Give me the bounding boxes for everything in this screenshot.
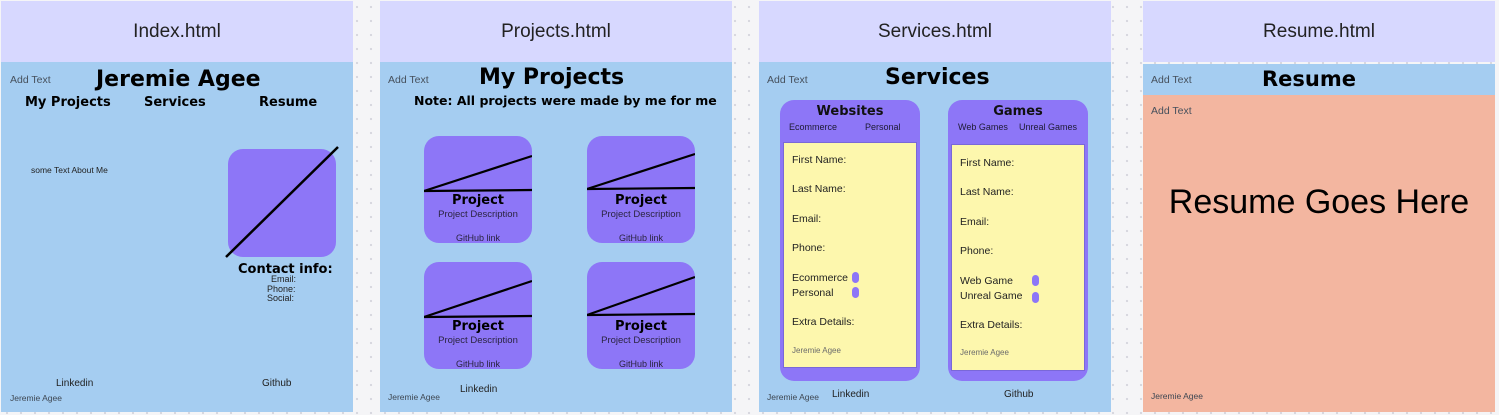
option-label: Unreal Game	[960, 290, 1023, 302]
project-card[interactable]: Project Project Description GitHub link	[587, 136, 695, 243]
tab-web-games[interactable]: Web Games	[958, 122, 1008, 132]
project-github-link[interactable]: GitHub link	[455, 233, 500, 243]
linkedin-link[interactable]: Linkedin	[832, 389, 870, 400]
contact-phone: Phone:	[267, 284, 296, 294]
option-toggle[interactable]	[1032, 292, 1039, 303]
add-text-label: Add Text	[1151, 105, 1192, 117]
form-signature: Jeremie Agee	[960, 348, 1009, 357]
projects-note: Note: All projects were made by me for m…	[414, 93, 717, 108]
service-form: First Name: Last Name: Email: Phone: Eco…	[783, 142, 917, 368]
add-text-label: Add Text	[388, 74, 429, 86]
linkedin-link[interactable]: Linkedin	[460, 384, 498, 395]
footer-author: Jeremie Agee	[767, 392, 819, 402]
service-form: First Name: Last Name: Email: Phone: Web…	[951, 144, 1085, 371]
last-name-field[interactable]: Last Name:	[792, 183, 846, 195]
service-panel-games: Games Web Games Unreal Games First Name:…	[948, 100, 1088, 381]
footer-author: Jeremie Agee	[1151, 391, 1203, 401]
project-title: Project	[614, 193, 668, 208]
option-toggle[interactable]	[1032, 275, 1039, 286]
project-github-link[interactable]: GitHub link	[455, 359, 500, 369]
resume-placeholder-text: Resume Goes Here	[1168, 183, 1470, 221]
resume-content-area: Add Text Resume Goes Here Jeremie Agee	[1143, 95, 1495, 412]
phone-field[interactable]: Phone:	[960, 245, 994, 257]
frame-projects: Projects.html Add Text My Projects Note:…	[380, 1, 732, 412]
project-card[interactable]: Project Project Description GitHub link	[587, 262, 695, 369]
tab-ecommerce[interactable]: Ecommerce	[789, 122, 838, 132]
email-field[interactable]: Email:	[960, 216, 990, 228]
project-title: Project	[451, 193, 505, 208]
footer-author: Jeremie Agee	[10, 393, 62, 403]
tab-unreal-games[interactable]: Unreal Games	[1019, 122, 1078, 132]
frame-resume: Resume.html Add Text Resume Add Text Res…	[1143, 1, 1495, 412]
frame-index: Index.html Add Text Jeremie Agee My Proj…	[1, 1, 353, 412]
project-description: Project Description	[438, 209, 518, 220]
services-heading: Services	[885, 65, 990, 90]
phone-field[interactable]: Phone:	[792, 242, 826, 254]
option-label: Web Game	[960, 275, 1013, 287]
profile-image-placeholder	[225, 146, 339, 258]
resume-heading: Resume	[1262, 67, 1356, 91]
project-description: Project Description	[601, 335, 681, 346]
nav-link-services[interactable]: Services	[144, 95, 206, 110]
project-card[interactable]: Project Project Description GitHub link	[424, 262, 532, 369]
project-description: Project Description	[438, 335, 518, 346]
form-signature: Jeremie Agee	[792, 346, 841, 355]
github-link[interactable]: Github	[1004, 389, 1034, 400]
projects-page-body: Add Text My Projects Note: All projects …	[380, 62, 732, 412]
service-panel-websites: Websites Ecommerce Personal First Name: …	[780, 100, 920, 381]
frame-services-title: Services.html	[759, 1, 1111, 62]
nav-link-resume[interactable]: Resume	[259, 95, 318, 110]
projects-heading: My Projects	[479, 65, 625, 90]
add-text-label: Add Text	[10, 74, 51, 86]
tab-personal[interactable]: Personal	[865, 122, 901, 132]
footer-author: Jeremie Agee	[388, 392, 440, 402]
project-github-link[interactable]: GitHub link	[618, 233, 663, 243]
index-page-body: Add Text Jeremie Agee My Projects Servic…	[1, 62, 353, 412]
project-title: Project	[451, 319, 505, 334]
option-label: Ecommerce	[792, 272, 849, 284]
last-name-field[interactable]: Last Name:	[960, 186, 1014, 198]
add-text-label: Add Text	[1151, 74, 1192, 86]
add-text-label: Add Text	[767, 74, 808, 86]
option-label: Personal	[792, 287, 834, 299]
contact-social: Social:	[267, 293, 295, 303]
extra-details-field[interactable]: Extra Details:	[960, 319, 1023, 331]
service-title: Websites	[816, 104, 884, 119]
services-page-body: Add Text Services Websites Ecommerce Per…	[759, 62, 1111, 412]
service-title: Games	[993, 104, 1043, 119]
about-text: some Text About Me	[31, 165, 108, 175]
option-toggle[interactable]	[852, 272, 859, 283]
frame-services: Services.html Add Text Services Websites…	[759, 1, 1111, 412]
project-github-link[interactable]: GitHub link	[618, 359, 663, 369]
project-card[interactable]: Project Project Description GitHub link	[424, 136, 532, 243]
index-heading: Jeremie Agee	[96, 67, 261, 92]
first-name-field[interactable]: First Name:	[960, 157, 1015, 169]
frame-projects-title: Projects.html	[380, 1, 732, 62]
nav-link-projects[interactable]: My Projects	[25, 95, 111, 110]
linkedin-link[interactable]: Linkedin	[56, 378, 94, 389]
extra-details-field[interactable]: Extra Details:	[792, 316, 855, 328]
project-title: Project	[614, 319, 668, 334]
project-description: Project Description	[601, 209, 681, 220]
contact-info-title: Contact info:	[238, 262, 333, 277]
frame-resume-title: Resume.html	[1143, 1, 1495, 62]
resume-header-bar: Add Text Resume	[1143, 64, 1495, 95]
option-toggle[interactable]	[852, 287, 859, 298]
github-link[interactable]: Github	[262, 378, 292, 389]
email-field[interactable]: Email:	[792, 213, 822, 225]
frame-index-title: Index.html	[1, 1, 353, 62]
contact-email: Email:	[271, 274, 297, 284]
first-name-field[interactable]: First Name:	[792, 154, 847, 166]
